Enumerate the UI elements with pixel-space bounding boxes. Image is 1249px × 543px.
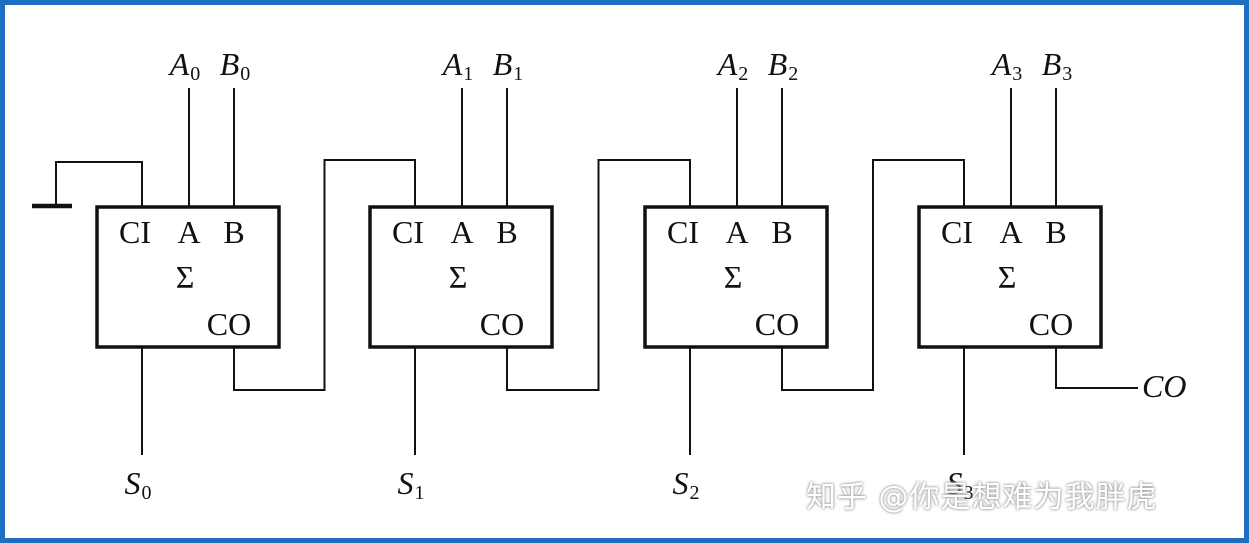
input-label-a0: A0 [168, 46, 201, 85]
ci-label-0: CI [119, 214, 151, 250]
a-label-2: A [725, 214, 748, 250]
sigma-symbol-2: Σ [724, 259, 743, 295]
full-adder-3 [917, 205, 1103, 349]
carry-out-label: CO [1142, 368, 1186, 404]
input-label-a1: A1 [441, 46, 474, 85]
watermark-text: 知乎 @你是想难为我胖虎 [806, 480, 1158, 515]
carry-out-wire [1055, 347, 1138, 389]
ground-wire [55, 161, 143, 207]
sum-label-s2: S2 [673, 465, 700, 504]
input-label-b1: B1 [493, 46, 524, 85]
sigma-symbol-0: Σ [176, 259, 195, 295]
ci-label-3: CI [941, 214, 973, 250]
a-label-1: A [450, 214, 473, 250]
a-label-0: A [177, 214, 200, 250]
carry-wire-1-2 [506, 159, 691, 391]
carry-wire-2-3 [781, 159, 965, 391]
full-adder-0 [95, 205, 281, 349]
b-label-1: B [496, 214, 517, 250]
co-label-2: CO [755, 306, 799, 342]
input-label-b3: B3 [1042, 46, 1073, 85]
co-label-3: CO [1029, 306, 1073, 342]
b-label-3: B [1045, 214, 1066, 250]
sigma-symbol-3: Σ [998, 259, 1017, 295]
carry-wire-0-1 [233, 159, 416, 391]
full-adder-1 [368, 205, 554, 349]
input-label-b2: B2 [768, 46, 799, 85]
b-label-0: B [223, 214, 244, 250]
input-label-a3: A3 [990, 46, 1023, 85]
co-label-1: CO [480, 306, 524, 342]
ci-label-2: CI [667, 214, 699, 250]
co-label-0: CO [207, 306, 251, 342]
a-label-3: A [999, 214, 1022, 250]
input-label-a2: A2 [716, 46, 749, 85]
input-label-b0: B0 [220, 46, 251, 85]
full-adder-2 [643, 205, 829, 349]
b-label-2: B [771, 214, 792, 250]
ci-label-1: CI [392, 214, 424, 250]
sigma-symbol-1: Σ [449, 259, 468, 295]
sum-label-s0: S0 [125, 465, 152, 504]
sum-label-s1: S1 [398, 465, 425, 504]
sum-label-s3: S3 [947, 465, 974, 504]
